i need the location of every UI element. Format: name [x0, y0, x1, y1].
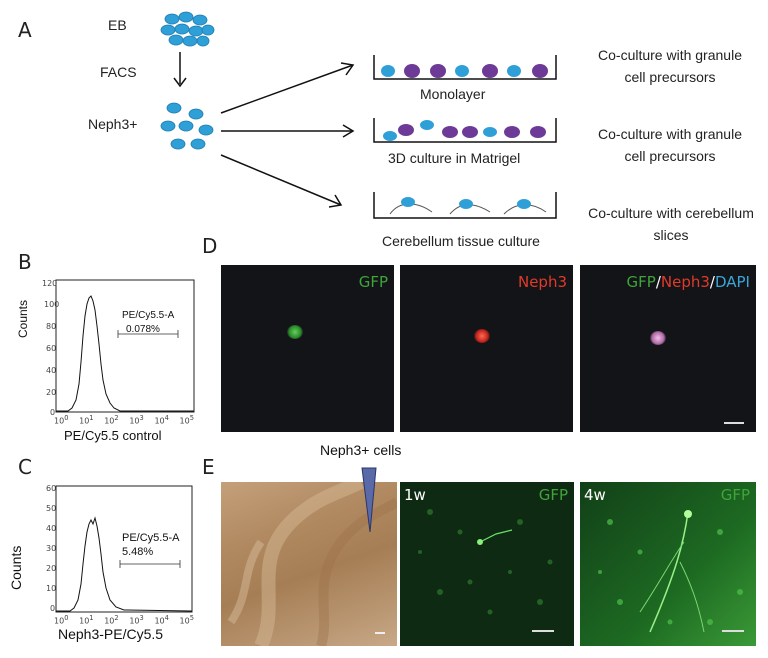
b-ytick-20: 20: [46, 388, 57, 397]
fluor-image-merge: GFP/Neph3/DAPI: [580, 265, 756, 432]
eb-label: EB: [108, 17, 127, 33]
b-ytick-100: 100: [44, 300, 60, 309]
timepoint-1w: 1w: [404, 486, 426, 504]
scale-bar-e3: [722, 630, 744, 632]
c-ytick-20: 20: [46, 564, 57, 573]
tissue-culture-label: Cerebellum tissue culture: [382, 233, 540, 249]
histogram-c-ylabel: Counts: [8, 545, 24, 590]
description-tissue: Co-culture with cerebellum slices: [588, 205, 754, 243]
gfp-cells-4w: [598, 510, 743, 633]
fluor-image-4w: 4w GFP: [580, 482, 756, 646]
histogram-c-plot: [55, 485, 193, 613]
gfp-cells-1w: [418, 509, 553, 615]
tissue-texture: [227, 482, 397, 646]
b-ytick-120: 120: [42, 279, 58, 288]
b-gate-percent: 0.078%: [126, 324, 160, 335]
merge-channel-label: GFP/Neph3/DAPI: [626, 273, 750, 291]
fluor-image-gfp: GFP: [221, 265, 394, 432]
brightfield-image: [221, 482, 397, 646]
description-monolayer: Co-culture with granule cell precursors: [598, 47, 742, 85]
c-ytick-50: 50: [46, 504, 57, 513]
panel-label-d: D: [202, 234, 218, 258]
c-ytick-60: 60: [46, 484, 57, 493]
monolayer-dish: [373, 55, 557, 80]
histogram-c-xlabel: Neph3-PE/Cy5.5: [58, 626, 164, 642]
b-xticks: 100 101 102 103 104 105: [54, 414, 194, 426]
histogram-b-plot: [55, 279, 195, 413]
c-ytick-40: 40: [46, 524, 57, 533]
facs-label: FACS: [100, 64, 137, 80]
tissue-dish: [373, 192, 557, 219]
c-ytick-30: 30: [46, 544, 57, 553]
histogram-b: Counts 120 100 80 60 40 20 0 100 101 102…: [0, 268, 200, 453]
b-ytick-80: 80: [46, 322, 57, 331]
neph3-channel-label: Neph3: [517, 273, 567, 291]
neph3-cells-icon: [160, 102, 214, 150]
gfp-cell: [287, 325, 303, 339]
scale-bar-e2: [532, 630, 554, 632]
neph3-cells-annotation: Neph3+ cells: [320, 442, 402, 458]
merge-cell: [650, 331, 666, 345]
matrigel-dish: [373, 118, 557, 143]
gfp-label-4w: GFP: [720, 486, 750, 504]
c-xticks: 100 101 102 103 104 105: [54, 614, 194, 626]
gfp-channel-label: GFP: [358, 273, 388, 291]
down-arrow-icon: [173, 52, 187, 88]
gfp-label-1w: GFP: [538, 486, 568, 504]
neph3-cell: [474, 329, 490, 343]
c-ytick-10: 10: [46, 584, 57, 593]
c-ytick-0: 0: [50, 604, 56, 613]
panel-label-e: E: [202, 455, 215, 479]
scale-bar-d: [724, 422, 744, 424]
timepoint-4w: 4w: [584, 486, 606, 504]
b-ytick-60: 60: [46, 344, 57, 353]
histogram-b-xlabel: PE/Cy5.5 control: [64, 428, 162, 443]
matrigel-label: 3D culture in Matrigel: [388, 150, 521, 166]
injection-pipette-icon: [361, 467, 377, 533]
c-gate-percent: 5.48%: [122, 546, 154, 558]
description-matrigel: Co-culture with granule cell precursors: [598, 126, 742, 164]
panel-label-a: A: [18, 18, 32, 42]
eb-cluster-icon: [160, 11, 215, 47]
histogram-c: Counts 60 50 40 30 20 10 0 100 101 102 1…: [0, 472, 200, 657]
monolayer-label: Monolayer: [420, 86, 486, 102]
b-gate-label: PE/Cy5.5-A: [122, 310, 175, 321]
b-ytick-40: 40: [46, 366, 57, 375]
fluor-image-1w: 1w GFP: [400, 482, 574, 646]
scale-bar-e1: [375, 632, 385, 634]
c-gate-label: PE/Cy5.5-A: [122, 532, 180, 544]
panel-label-c: C: [18, 455, 32, 479]
b-ytick-0: 0: [50, 408, 56, 417]
fluor-image-neph3: Neph3: [400, 265, 573, 432]
panel-label-b: B: [18, 250, 32, 274]
neph3-positive-label: Neph3+: [88, 116, 138, 132]
branch-arrows-icon: [220, 62, 355, 208]
